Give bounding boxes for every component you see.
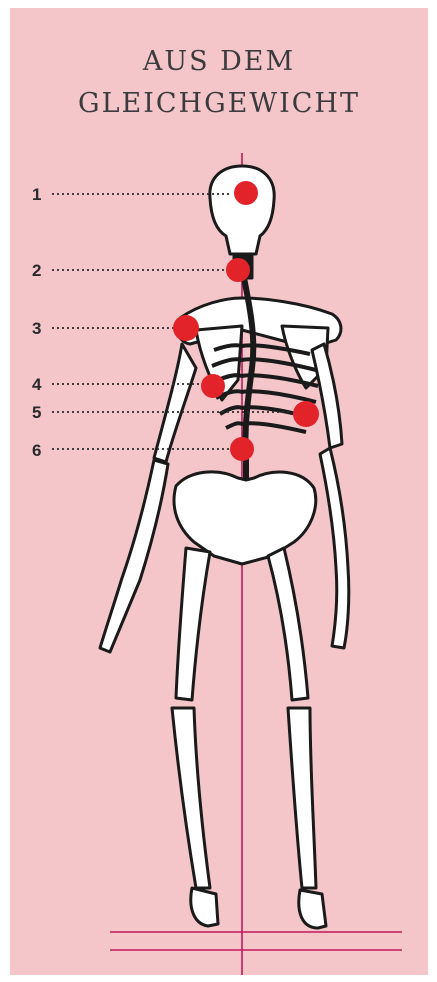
marker-label-2: 2 <box>32 261 41 280</box>
marker-dot-5 <box>293 401 319 427</box>
skull <box>210 166 274 254</box>
marker-label-4: 4 <box>32 375 42 394</box>
right-tibia <box>288 708 316 888</box>
right-humerus <box>312 344 342 448</box>
marker-dot-1 <box>234 181 258 205</box>
marker-label-3: 3 <box>32 319 41 338</box>
left-humerus <box>154 344 196 462</box>
diagram-panel: AUS DEM GLEICHGEWICHT <box>10 8 428 975</box>
left-foot <box>191 888 218 926</box>
right-femur <box>268 548 308 700</box>
marker-dot-4 <box>201 374 225 398</box>
right-forearm <box>320 448 349 648</box>
skeleton-diagram: 1 2 3 4 5 6 <box>10 8 428 975</box>
right-foot <box>299 890 326 928</box>
marker-label-5: 5 <box>32 403 41 422</box>
marker-dot-3 <box>173 315 199 341</box>
skeleton <box>100 166 349 928</box>
marker-label-1: 1 <box>32 185 41 204</box>
left-femur <box>176 548 210 700</box>
left-forearm <box>100 460 168 652</box>
marker-label-6: 6 <box>32 441 41 460</box>
marker-dot-2 <box>226 258 250 282</box>
marker-dot-6 <box>230 437 254 461</box>
left-tibia <box>172 708 210 888</box>
